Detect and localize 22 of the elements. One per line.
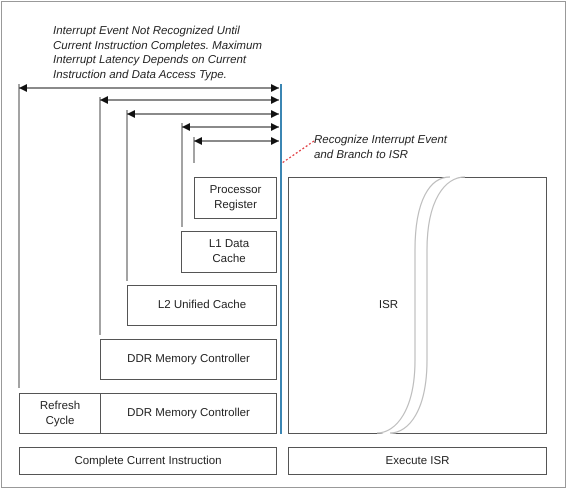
box-label: Refresh Cycle [38, 398, 82, 428]
process-box [100, 339, 277, 380]
process-box [194, 177, 277, 219]
box-label: L1 Data Cache [208, 237, 250, 267]
process-box [100, 393, 277, 434]
process-box [181, 231, 277, 273]
box-label: Complete Current Instruction [74, 454, 222, 468]
annotation-text: Recognize Interrupt Event and Branch to ISR [314, 133, 464, 162]
process-box [288, 177, 547, 434]
event-line [280, 84, 282, 434]
box-label: DDR Memory Controller [127, 406, 250, 421]
process-box [19, 393, 101, 434]
box-label: ISR [378, 298, 398, 313]
process-box [19, 447, 277, 475]
process-box [127, 285, 277, 326]
leader-line [282, 140, 314, 164]
box-label: Execute ISR [386, 454, 450, 468]
box-label: DDR Memory Controller [127, 352, 250, 367]
note-text: Interrupt Event Not Recognized Until Current Instruction Completes. Maximum Interrupt Latency Depends on Current Instruction and Data Access Type. [53, 24, 263, 82]
process-box [288, 447, 547, 475]
box-label: L2 Unified Cache [158, 298, 246, 313]
box-label: Processor Register [208, 183, 262, 213]
